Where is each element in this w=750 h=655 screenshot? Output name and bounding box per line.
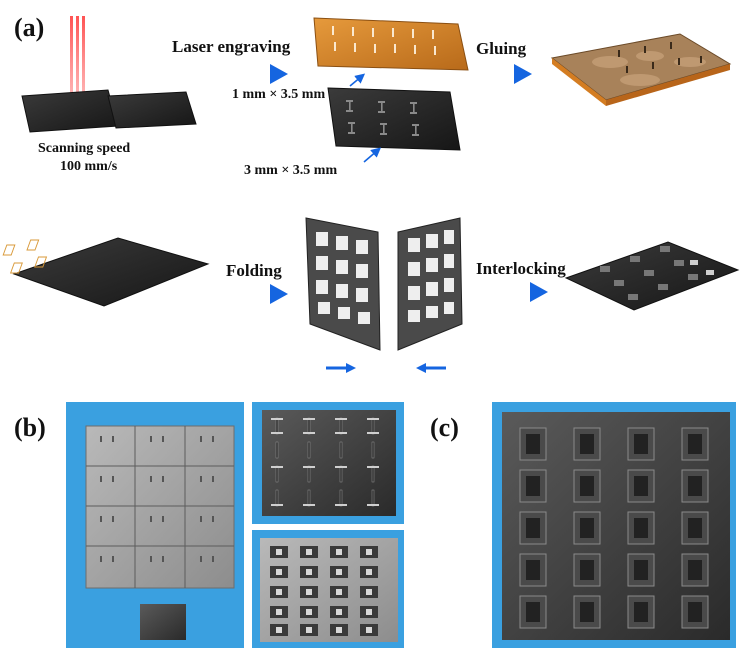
folded-lattice-left bbox=[305, 217, 381, 351]
arrow-interlocking-head bbox=[530, 282, 548, 302]
panel-label-a: (a) bbox=[14, 13, 44, 42]
folded-lattice-right bbox=[397, 217, 463, 351]
step-label-gluing: Gluing bbox=[476, 39, 527, 58]
graphite-engraved-sheet bbox=[327, 87, 461, 151]
pointer-slot-small bbox=[349, 73, 366, 87]
interlocked-sheet bbox=[564, 241, 740, 311]
step-label-interlocking: Interlocking bbox=[476, 259, 566, 278]
copper-engraved-sheet bbox=[313, 17, 469, 71]
photo-b-bottom-right bbox=[252, 530, 404, 648]
scanned-sheet-left bbox=[21, 89, 119, 133]
arrow-folding-head bbox=[270, 284, 288, 304]
step-label-laser-engraving: Laser engraving bbox=[172, 37, 291, 56]
scanning-speed-label: Scanning speed bbox=[38, 141, 130, 156]
laser-beam bbox=[70, 16, 85, 96]
glued-composite-sheet bbox=[550, 33, 732, 106]
dimension-slot-small: 1 mm × 3.5 mm bbox=[232, 87, 325, 102]
pointer-slot-large bbox=[363, 147, 382, 163]
scanned-sheet-right bbox=[107, 91, 197, 129]
scanning-speed-value: 100 mm/s bbox=[60, 159, 118, 174]
arrow-gluing-head bbox=[514, 64, 532, 84]
step-label-folding: Folding bbox=[226, 261, 282, 280]
photo-b-large bbox=[66, 402, 244, 648]
photo-b-top-right bbox=[252, 402, 404, 524]
arrow-laser-engraving-head bbox=[270, 64, 288, 84]
panel-label-b: (b) bbox=[14, 413, 46, 442]
photo-c bbox=[492, 402, 736, 648]
panel-label-c: (c) bbox=[430, 413, 459, 442]
dimension-slot-large: 3 mm × 3.5 mm bbox=[244, 163, 337, 178]
cut-pattern-sheet bbox=[2, 237, 210, 307]
